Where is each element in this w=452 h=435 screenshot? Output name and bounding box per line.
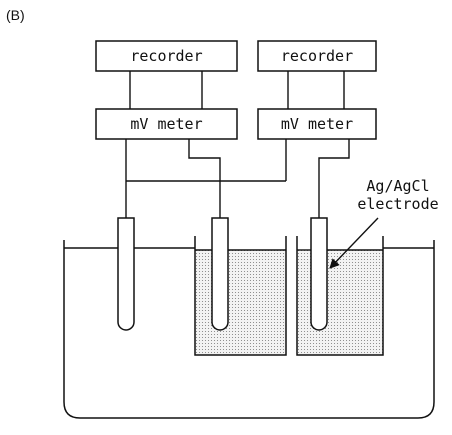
middle-electrode: [211, 217, 229, 331]
mv-meter-label-left: mV meter: [130, 115, 202, 133]
right-inner-cup: [296, 236, 384, 356]
electrode-annotation-line2: electrode: [357, 195, 438, 213]
recorder-meter-wires: [129, 71, 345, 109]
mv-meter-label-right: mV meter: [281, 115, 353, 133]
outer-bath: [63, 240, 435, 419]
reference-electrode: [117, 217, 135, 331]
right-cup-solution: [297, 250, 383, 355]
recorder-label-left: recorder: [130, 47, 202, 65]
mv-meter-box-left: [95, 108, 238, 140]
annotation-arrow: [329, 217, 379, 269]
left-cup-solution: [195, 250, 286, 355]
recorder-box-left: [95, 40, 238, 72]
recorder-label-right: recorder: [281, 47, 353, 65]
mv-meter-box-right: [257, 108, 377, 140]
left-inner-cup: [194, 236, 287, 356]
recorder-box-right: [257, 40, 377, 72]
electrode-annotation-line1: Ag/AgCl: [366, 177, 429, 195]
meter-electrode-wires: [125, 139, 350, 218]
ag-agcl-electrode: [310, 217, 328, 331]
panel-label: (B): [6, 7, 25, 23]
